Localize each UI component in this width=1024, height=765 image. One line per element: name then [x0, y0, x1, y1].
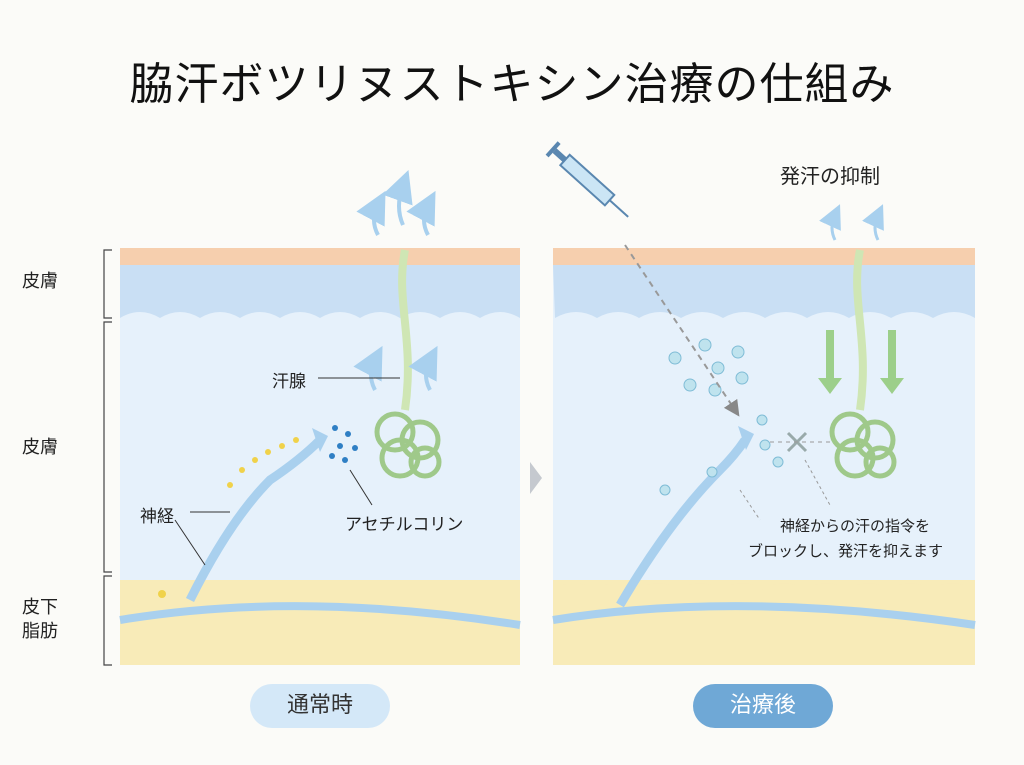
- acetylcholine-dots: [329, 425, 358, 463]
- layer-brackets: [103, 249, 112, 666]
- nerve-treated: [616, 437, 749, 608]
- acetylcholine-label: アセチルコリン: [345, 515, 464, 535]
- sweat-gland-treated: [829, 411, 897, 479]
- page-title: 脇汗ボツリヌストキシン治療の仕組み: [129, 59, 895, 110]
- sweat-gland: [374, 411, 442, 479]
- sweat-duct: [398, 249, 412, 411]
- signal-dots: [158, 437, 299, 598]
- note-line-1: 神経からの汗の指令を: [780, 517, 931, 535]
- transition-arrow-icon: [530, 462, 542, 494]
- leader-lines: [174, 377, 400, 566]
- panel-treated: [545, 141, 976, 665]
- nerve: [185, 436, 324, 603]
- sweat-vapor-arrows: [353, 169, 438, 391]
- nerve-fiber: [119, 602, 521, 629]
- suppression-label: 発汗の抑制: [780, 164, 880, 188]
- side-label-skin: 皮膚: [22, 271, 58, 292]
- injection-path: [624, 244, 740, 417]
- note-line-2: ブロックし、発汗を抑えます: [748, 542, 944, 560]
- caption-treated: 治療後: [693, 684, 833, 728]
- panel-normal: [119, 169, 521, 665]
- sweat-gland-label: 汗腺: [272, 372, 306, 392]
- syringe-icon: [545, 141, 629, 218]
- side-label-fat: 皮下 脂肪: [22, 597, 58, 642]
- caption-normal: 通常時: [250, 684, 390, 728]
- side-label-dermis: 皮膚: [22, 437, 58, 458]
- toxin-particles: [659, 338, 784, 496]
- suppression-arrows: [826, 330, 896, 380]
- nerve-label: 神経: [140, 507, 174, 527]
